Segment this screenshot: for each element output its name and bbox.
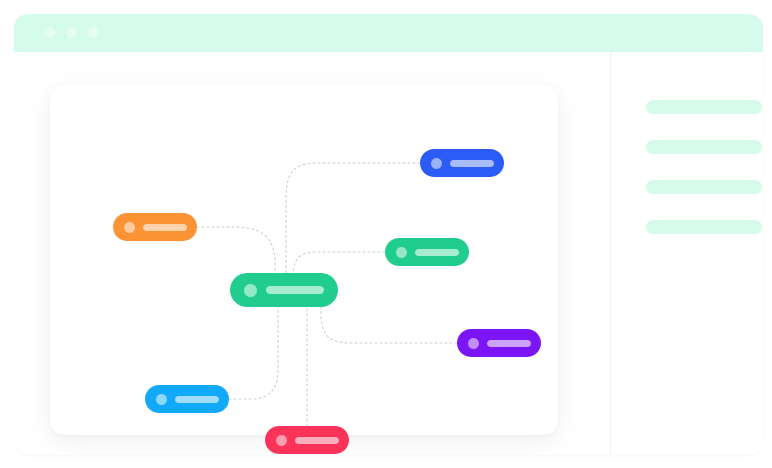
mindmap-node-root[interactable] <box>230 273 338 307</box>
window-dot-minimize-icon[interactable] <box>66 27 77 38</box>
node-label-placeholder <box>175 395 219 403</box>
edge-root-to-cyan <box>228 306 279 400</box>
node-label-placeholder <box>487 339 531 347</box>
mindmap-node-blue[interactable] <box>420 149 504 177</box>
rail-placeholder-bar-1[interactable] <box>646 100 762 114</box>
node-avatar-dot-icon <box>396 246 407 258</box>
rail-divider <box>610 52 611 455</box>
mindmap-node-purple[interactable] <box>457 329 541 357</box>
node-label-placeholder <box>450 159 494 167</box>
mindmap-edge-layer <box>196 162 458 427</box>
node-avatar-dot-icon <box>156 393 167 405</box>
edge-root-to-orange <box>196 226 276 274</box>
mindmap-canvas-card[interactable] <box>50 85 558 454</box>
node-avatar-dot-icon <box>244 283 257 297</box>
node-label-placeholder <box>266 286 324 294</box>
app-window <box>14 14 763 455</box>
workspace <box>14 52 763 455</box>
node-avatar-dot-icon <box>431 157 442 169</box>
node-avatar-dot-icon <box>276 434 287 446</box>
node-avatar-dot-icon <box>124 221 135 233</box>
window-titlebar <box>14 14 763 52</box>
node-avatar-dot-icon <box>468 337 479 349</box>
rail-placeholder-bar-4[interactable] <box>646 220 762 234</box>
window-dot-maximize-icon[interactable] <box>88 27 99 38</box>
mindmap-node-orange[interactable] <box>113 213 197 241</box>
edge-root-to-purple <box>320 306 458 344</box>
rail-placeholder-bar-3[interactable] <box>646 180 762 194</box>
node-label-placeholder <box>295 436 339 444</box>
edge-root-to-blue <box>285 162 421 274</box>
node-label-placeholder <box>143 223 187 231</box>
node-label-placeholder <box>415 248 459 256</box>
mindmap-node-green[interactable] <box>385 238 469 266</box>
window-dot-close-icon[interactable] <box>44 27 55 38</box>
mindmap-node-cyan[interactable] <box>145 385 229 413</box>
mindmap-node-pink[interactable] <box>265 426 349 454</box>
rail-placeholder-bar-2[interactable] <box>646 140 762 154</box>
